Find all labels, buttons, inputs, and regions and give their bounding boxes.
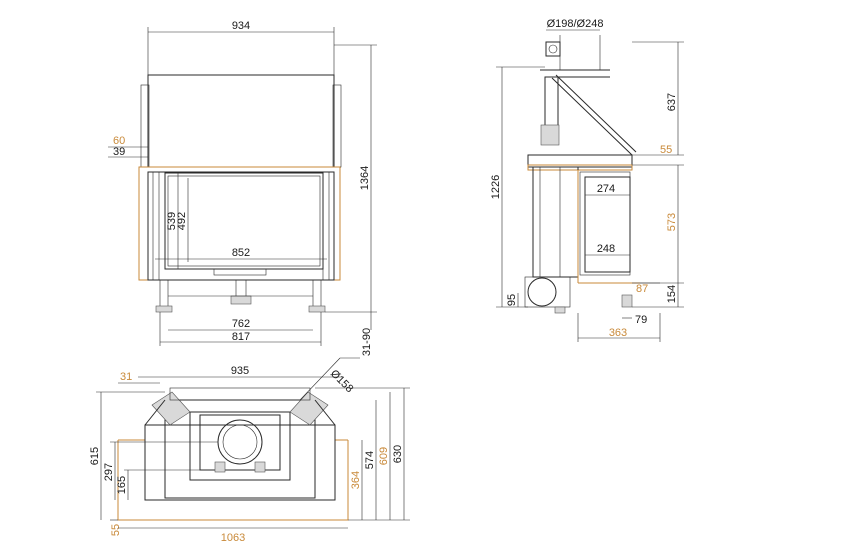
plan-orange-outline — [117, 440, 349, 521]
dim-817: 817 — [232, 331, 250, 343]
dim-55-plan: 55 — [110, 524, 122, 536]
dim-158: Ø158 — [328, 368, 356, 396]
side-glass — [584, 176, 631, 273]
side-flue — [545, 41, 561, 57]
dim-573: 573 — [666, 213, 678, 231]
dim-60: 60 — [113, 135, 125, 147]
dim-31: 31 — [120, 371, 132, 383]
dim-1063: 1063 — [221, 532, 245, 544]
plan-flue-circle — [217, 419, 263, 465]
dim-39: 39 — [113, 146, 125, 158]
dim-935: 935 — [231, 365, 249, 377]
dim-852: 852 — [232, 247, 250, 259]
dim-79: 79 — [635, 314, 647, 326]
dim-297: 297 — [103, 463, 115, 481]
dim-934: 934 — [232, 20, 250, 32]
dim-55-side: 55 — [660, 144, 672, 156]
dim-492: 492 — [176, 212, 188, 230]
dim-630: 630 — [392, 445, 404, 463]
side-air-inlet — [527, 277, 557, 307]
dim-364: 364 — [350, 471, 362, 489]
front-view: 934 60 39 539 492 852 1364 762 817 31-90 — [108, 20, 377, 356]
dim-574: 574 — [364, 451, 376, 469]
dim-762: 762 — [232, 318, 250, 330]
plan-body — [144, 424, 336, 501]
dim-637: 637 — [666, 93, 678, 111]
dim-1226: 1226 — [490, 175, 502, 199]
front-hood — [147, 74, 335, 168]
dim-154: 154 — [666, 285, 678, 303]
dim-363: 363 — [609, 327, 627, 339]
dim-95: 95 — [506, 294, 518, 306]
dim-248: 248 — [597, 243, 615, 255]
dim-615: 615 — [89, 447, 101, 465]
plan-view: 935 31 Ø158 615 297 165 364 574 609 630 … — [89, 357, 410, 544]
dim-31-90: 31-90 — [361, 328, 373, 356]
side-view: Ø198/Ø248 637 55 1226 274 248 573 95 87 … — [490, 18, 684, 342]
dim-flue: Ø198/Ø248 — [547, 18, 604, 30]
dim-87: 87 — [636, 283, 648, 295]
dim-539: 539 — [166, 212, 178, 230]
dim-274: 274 — [597, 183, 615, 195]
dim-609: 609 — [378, 447, 390, 465]
dim-165: 165 — [116, 476, 128, 494]
side-top-plate — [527, 154, 633, 168]
dim-1364: 1364 — [359, 166, 371, 190]
